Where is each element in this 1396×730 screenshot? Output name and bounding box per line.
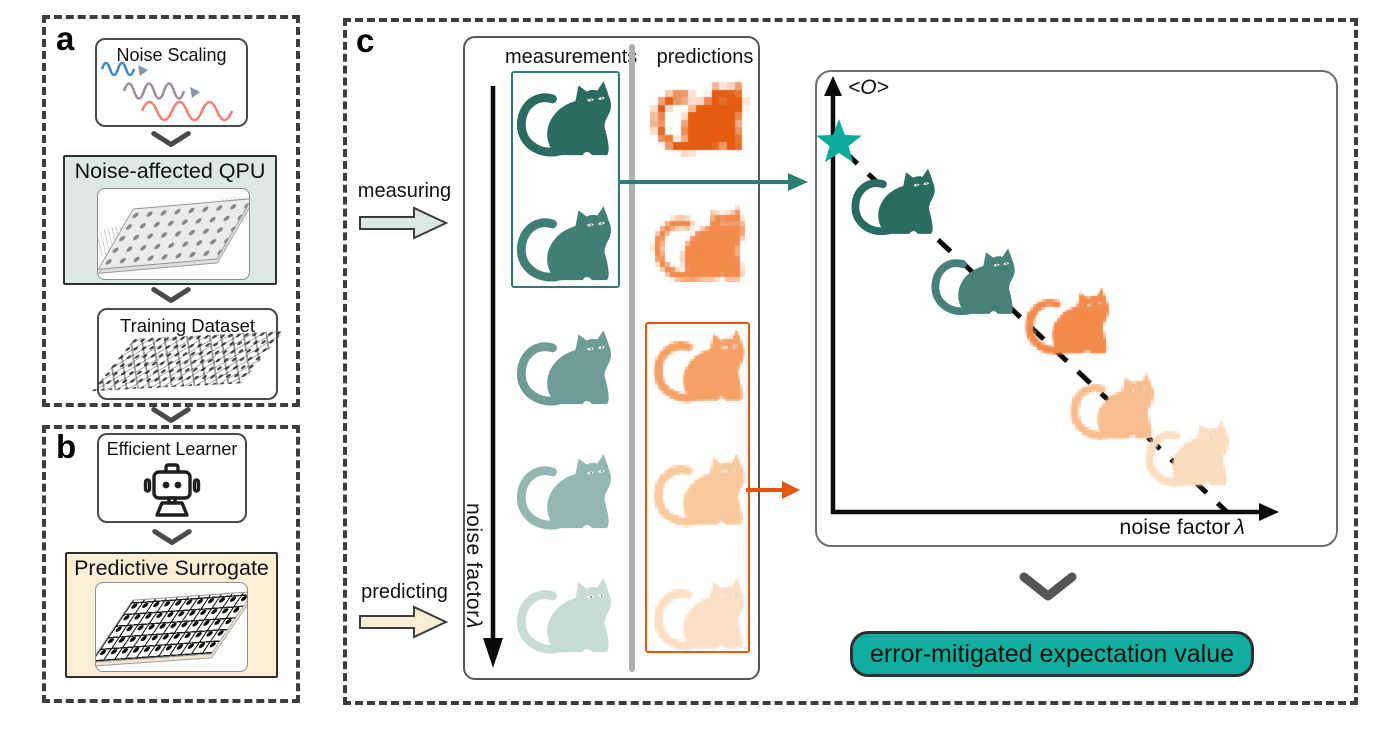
result-badge: error-mitigated expectation value <box>850 631 1254 677</box>
chevron-down-icon <box>151 131 191 147</box>
column-divider <box>629 44 635 672</box>
y-axis-arrow-icon <box>824 76 842 96</box>
predictions-header: predictions <box>656 46 754 68</box>
arrow-right-icon <box>788 173 808 191</box>
plot-cat-prediction-5 <box>1142 415 1234 490</box>
cat-prediction-row1 <box>650 75 750 157</box>
surrogate-lattice-panel <box>95 582 248 672</box>
efficient-learner-title: Efficient Learner <box>106 439 238 459</box>
scale-triangle-icon <box>190 87 200 98</box>
robot-icon <box>143 463 201 517</box>
noise-factor-vertical-label: noise factorλ <box>461 503 485 628</box>
chevron-down-icon <box>1019 572 1077 601</box>
wave-large-icon <box>140 100 234 122</box>
noise-scaling-title: Noise Scaling <box>116 45 227 65</box>
chevron-down-icon <box>152 529 192 545</box>
chevron-down-icon <box>151 407 191 423</box>
cat-prediction-row5 <box>650 572 750 654</box>
measurements-header: measurements <box>505 46 638 68</box>
scale-triangle-icon <box>138 65 148 76</box>
noise-scaling-waves <box>100 61 234 122</box>
arrow-down-icon <box>483 638 503 668</box>
qpu-chip-panel <box>97 188 250 280</box>
noise-factor-text: noise factor <box>462 503 485 618</box>
training-dataset-title: Training Dataset <box>119 315 256 336</box>
zero-noise-star-icon <box>816 119 862 163</box>
panel-c-label: c <box>356 22 375 59</box>
panel-c-border <box>343 18 1358 705</box>
predicting-arrow-icon <box>359 605 449 639</box>
arrow-right-icon <box>782 481 800 499</box>
cat-prediction-row3 <box>650 324 750 406</box>
cat-measurement-row2 <box>513 200 617 285</box>
cat-measurement-row4 <box>513 448 617 533</box>
dataset-mesh-icon <box>91 330 285 392</box>
panel-a-label: a <box>56 20 75 57</box>
panel-a-border <box>42 15 300 407</box>
plot-cat-measurement-2 <box>928 243 1020 318</box>
cat-prediction-row4 <box>650 448 750 530</box>
plot-y-axis-label: <O> <box>848 76 889 99</box>
measuring-arrow-icon <box>359 206 449 240</box>
cat-measurement-row5 <box>513 572 617 657</box>
predictive-surrogate-title: Predictive Surrogate <box>74 556 269 580</box>
cat-prediction-row2 <box>650 200 750 282</box>
measuring-label: measuring <box>357 180 452 202</box>
noise-factor-text: noise factor <box>1119 515 1231 539</box>
prediction-to-plot-arrow <box>746 481 800 499</box>
plot-cat-measurement-1 <box>848 163 940 238</box>
measurement-to-plot-arrow <box>618 173 808 191</box>
panel-b-border <box>42 425 300 703</box>
x-axis-arrow-icon <box>1259 503 1279 521</box>
lambda-symbol: λ <box>462 617 485 629</box>
noise-factor-axis-vertical <box>483 86 503 668</box>
cat-measurement-row3 <box>513 324 617 409</box>
panel-b-label: b <box>56 428 77 465</box>
wave-medium-icon <box>122 82 186 100</box>
wave-small-icon <box>100 61 136 77</box>
lambda-symbol: λ <box>1234 515 1245 539</box>
qpu-title: Noise-affected QPU <box>74 159 266 183</box>
predicting-label: predicting <box>361 581 448 603</box>
cat-measurement-row1 <box>513 75 617 160</box>
measurements-selection-rect <box>511 71 620 288</box>
training-dataset-box: Training Dataset <box>91 308 285 400</box>
quantum-chip-icon <box>98 198 249 270</box>
surrogate-lattice-icon <box>96 591 247 663</box>
chevron-down-icon <box>151 287 191 303</box>
plot-cat-prediction-3 <box>1022 283 1114 358</box>
predictions-selection-rect <box>645 322 750 653</box>
